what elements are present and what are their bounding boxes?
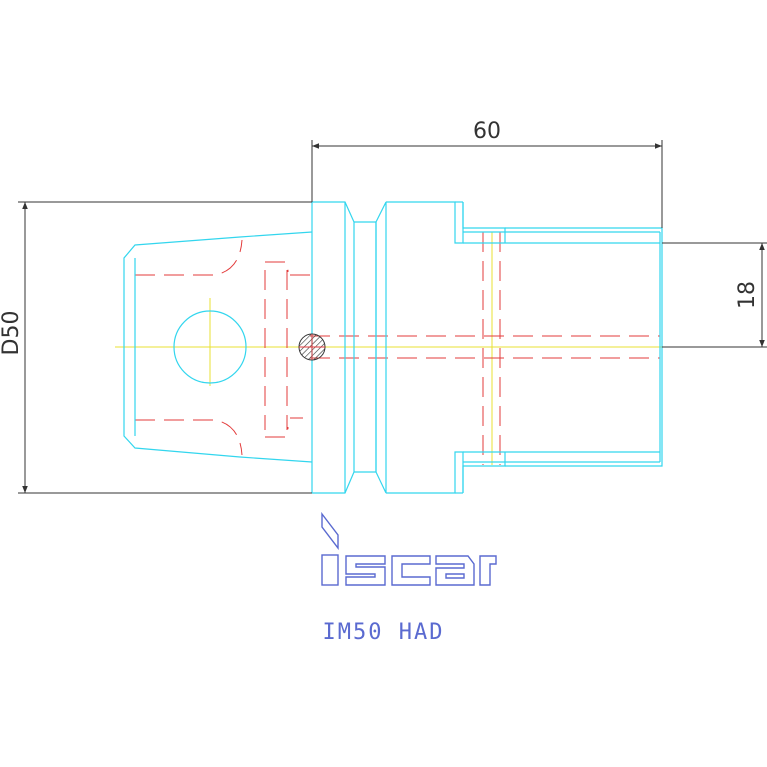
center-lines	[115, 232, 665, 465]
model-caption: IM50 HAD	[0, 620, 767, 645]
dimension-diameter-label: D50	[0, 311, 24, 356]
hidden-lines	[135, 232, 660, 465]
dimension-lines	[18, 140, 767, 494]
iscar-logo-text: iscar	[420, 600, 425, 603]
iscar-logo	[321, 511, 497, 586]
dimension-offset-label: 18	[735, 281, 760, 309]
model-designation: IM50 HAD	[322, 620, 445, 645]
pin-section	[298, 333, 326, 361]
dimension-length-label: 60	[473, 119, 501, 144]
